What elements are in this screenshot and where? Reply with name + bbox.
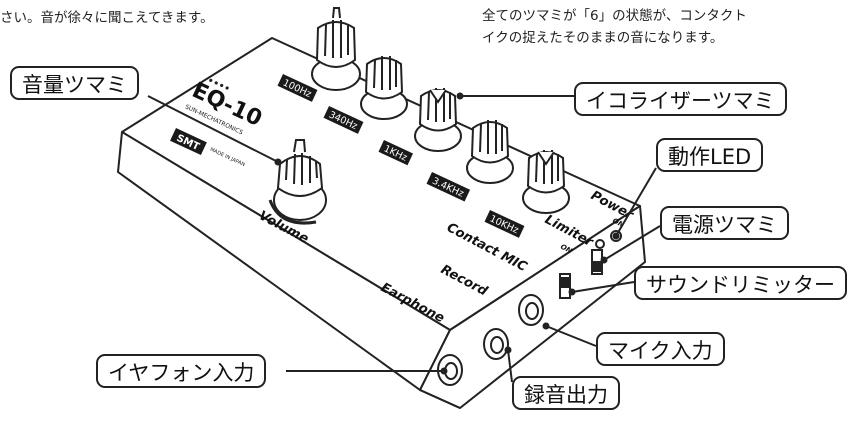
eq-knob-2[interactable] — [360, 56, 408, 120]
leader-lines — [147, 95, 661, 383]
eq-knob-1[interactable] — [311, 7, 361, 91]
callout-equalizer-knobs: イコライザーツマミ — [574, 82, 787, 116]
logo-area: SMT MADE IN JAPAN EQ-10 SUN-MECHATRONICS — [170, 78, 266, 168]
callout-power-knob: 電源ツマミ — [660, 206, 789, 240]
eq-knob-4[interactable] — [466, 120, 514, 184]
smt-logo-box — [170, 128, 207, 156]
leader-dots — [274, 92, 620, 375]
callout-mic-input: マイク入力 — [596, 332, 725, 366]
callout-volume-knob: 音量ツマミ — [10, 66, 139, 100]
callout-power-led: 動作LED — [656, 138, 764, 172]
limiter-switch[interactable] — [559, 273, 571, 299]
callout-record-output: 録音出力 — [512, 376, 620, 410]
callout-earphone-output: イヤフォン入力 — [96, 354, 267, 388]
eq-knob-5[interactable] — [522, 150, 570, 214]
callout-sound-limiter: サウンドリミッター — [634, 266, 847, 300]
power-knob-cap[interactable] — [595, 239, 605, 249]
note-top-left: さい。音が徐々に聞こえてきます。 — [0, 10, 214, 26]
record-jack[interactable] — [483, 328, 509, 360]
volume-rotation-arrow-icon — [268, 199, 317, 225]
eq-knob-3[interactable] — [414, 88, 462, 152]
mic-jack[interactable] — [518, 294, 544, 326]
volume-knob[interactable] — [268, 139, 327, 225]
note-top-right-line2: イクの捉えたそのままの音になります。 — [482, 30, 724, 46]
note-top-right-line1: 全てのツマミが「6」の状態が、コンタクト — [482, 8, 747, 24]
power-knob[interactable] — [591, 249, 603, 275]
